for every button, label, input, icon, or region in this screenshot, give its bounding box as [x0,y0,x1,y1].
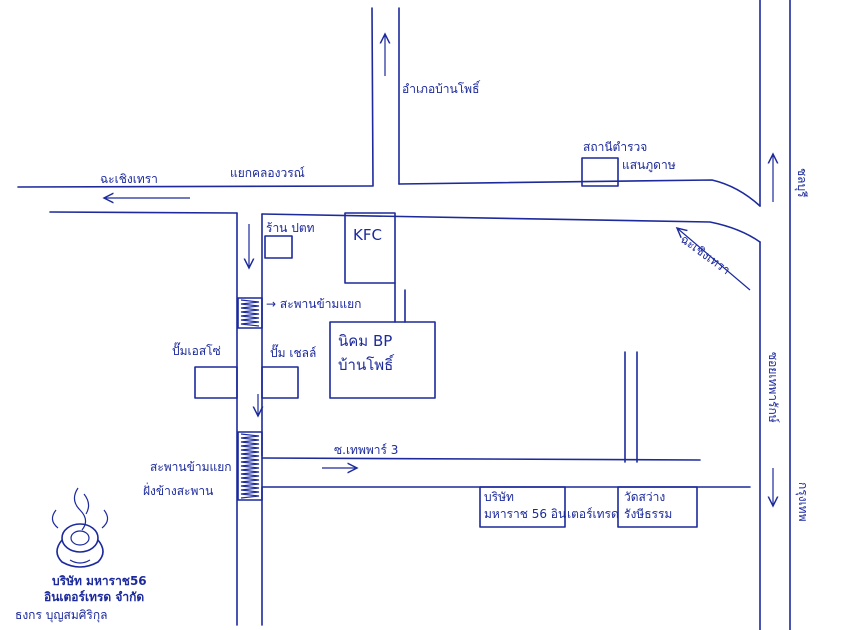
bangkok-label: กรุงเทพ [796,482,810,522]
kfc-label: KFC [353,226,382,244]
police-station-label-line1: สถานีตำรวจ [583,140,648,154]
temple-label-line1: วัดสว่าง [624,490,666,504]
chachoengsao-west-label: ฉะเชิงเทรา [100,172,158,186]
logo-company-name-line1: บริษัท มหาราช56 [52,574,147,588]
shell-station-building [261,366,299,399]
chonburi-label: ชลบุรี [795,168,809,198]
crosswalk-lower-stripes [240,433,260,499]
main-road-south-edge-east [261,213,761,243]
bp-estate-label-line1: นิคม BP [338,332,393,350]
company-box-label-line1: บริษัท [484,490,514,504]
temple-building [617,486,698,528]
company-logo [51,487,109,568]
main-road-north-edge-west [17,185,373,188]
crosswalk-upper-stripes [240,299,260,327]
soi-east-label: ซอยเทพารักษ์ [766,352,780,423]
main-road-south-edge-west [49,211,238,214]
pedestrian-bridge-lower-label-line1: สะพานข้ามแยก [150,460,232,474]
kfc-building [344,212,396,284]
company-box-label-line3: เตอร์เทรด [567,507,619,521]
ban-pho-district-label: อำเภอบ้านโพธิ์ [402,82,480,96]
temple-label-line2: รังษีธรรม [624,507,673,521]
pedestrian-bridge-upper-label: → สะพานข้ามแยก [266,297,362,311]
klong-junction-label: แยกคลองวรณ์ [230,166,305,180]
company-box-label-line2: มหาราช 56 อิน [484,507,567,521]
north-road-west-edge [371,7,374,187]
crosswalk-lower [237,431,263,501]
police-station-building [581,157,619,187]
ptt-shop-building [264,235,293,259]
soi-road-north-edge [261,457,701,461]
bp-estate-label-line2: บ้านโพธิ์ [338,356,394,374]
logo-company-name-line2: อินเตอร์เทรด จำกัด [44,590,145,604]
signature: ธงกร บุญสมศิริกุล [15,608,108,622]
esso-station-label: ปั๊มเอสโซ่ [172,344,221,358]
diagonal-arrow [677,228,751,291]
soi-label: ซ.เทพพาร์ 3 [334,443,399,457]
bp-building [329,321,436,399]
kfc-connector-line [394,282,406,323]
ptt-shop-label: ร้าน ปตท [266,221,315,235]
shell-station-label: ปั๊ม เชลล์ [270,346,317,360]
esso-station-building [194,366,238,399]
crosswalk-upper [237,297,263,329]
company-building [479,486,566,528]
pedestrian-bridge-lower-label-line2: ฝั่งข้างสะพาน [143,484,214,498]
police-station-label-line2: แสนภูดาษ [622,158,676,172]
main-road-north-edge-east [398,179,761,207]
